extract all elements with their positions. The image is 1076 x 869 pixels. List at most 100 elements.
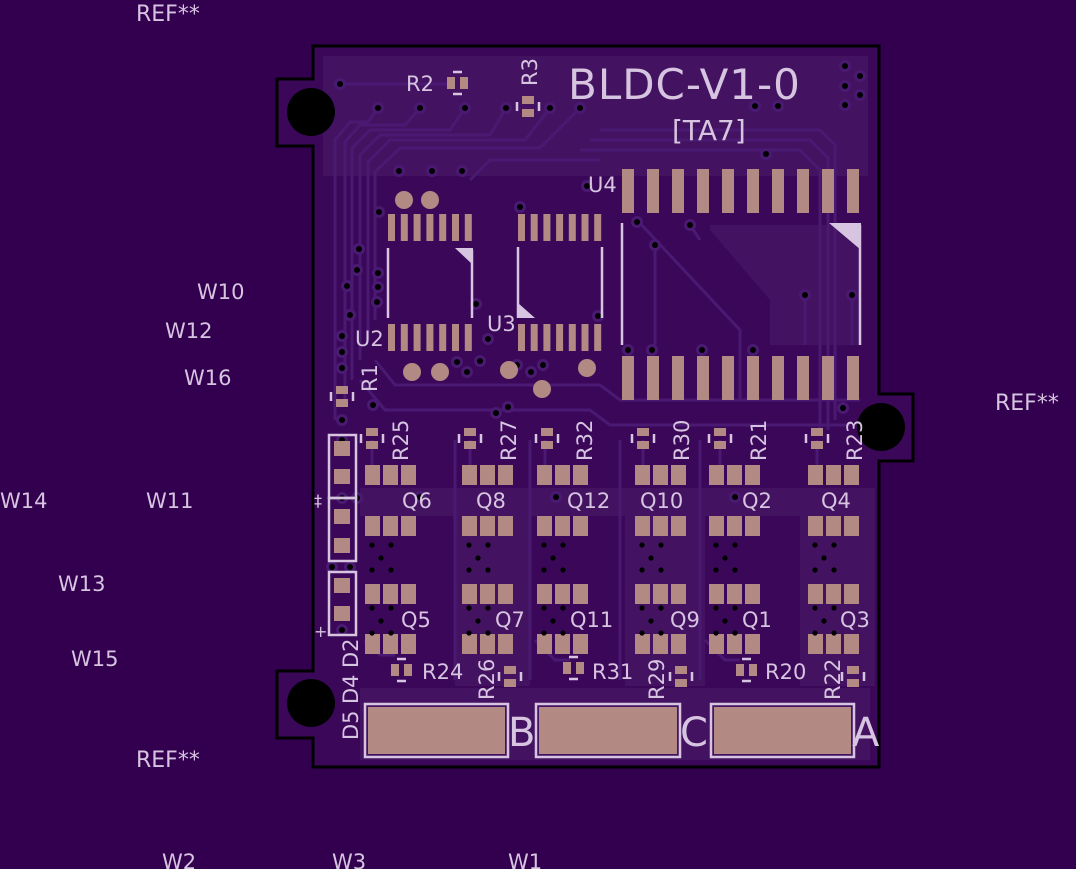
via-hole xyxy=(337,81,343,87)
ic-label-u3: U3 xyxy=(487,312,516,336)
transistor-pad xyxy=(745,634,760,654)
ic-pin-pad xyxy=(568,214,576,241)
via-hole xyxy=(464,369,470,375)
diode-label-d2: D2 xyxy=(339,638,363,668)
ic-pin-pad xyxy=(697,356,709,400)
via-hole xyxy=(462,105,468,111)
via-hole xyxy=(329,564,335,570)
transistor-pad xyxy=(498,516,513,536)
transistor-pad xyxy=(635,465,650,485)
transistor-pad xyxy=(365,516,380,536)
transistor-pad xyxy=(462,584,477,604)
via-hole xyxy=(339,417,345,423)
transistor-pad xyxy=(808,516,823,536)
via-hole xyxy=(375,105,381,111)
resistor-pad xyxy=(576,662,584,674)
ic-pin-pad xyxy=(822,169,834,213)
transistor-pad xyxy=(462,516,477,536)
thermal-via xyxy=(485,605,491,611)
transistor-pad xyxy=(537,584,552,604)
thermal-via xyxy=(732,630,738,636)
ic-pin-pad xyxy=(400,214,408,241)
via-hole xyxy=(356,246,362,252)
thermal-via xyxy=(812,605,818,611)
ic-pin-pad xyxy=(452,214,459,241)
via-hole xyxy=(540,362,546,368)
transistor-pad xyxy=(383,465,398,485)
transistor-pad xyxy=(462,465,477,485)
transistor-pad xyxy=(480,516,495,536)
board-title: BLDC-V1-0 xyxy=(568,60,801,109)
thermal-via xyxy=(541,567,547,573)
wire-label-w1: W1 xyxy=(508,850,542,869)
ic-pin-pad xyxy=(530,324,538,351)
transistor-pad xyxy=(826,516,841,536)
ic-pin-pad xyxy=(647,169,659,213)
ic-pin-pad xyxy=(847,356,859,400)
via-hole xyxy=(493,410,499,416)
transistor-pad xyxy=(462,634,477,654)
ic-pin-pad xyxy=(388,214,395,241)
transistor-pad xyxy=(727,634,742,654)
via-hole xyxy=(376,209,382,215)
transistor-label-q7: Q7 xyxy=(495,608,525,632)
transistor-pad xyxy=(635,516,650,536)
via-hole xyxy=(849,292,855,298)
via-hole xyxy=(429,168,435,174)
thermal-via xyxy=(831,542,837,548)
board-outline xyxy=(275,44,915,769)
thermal-via xyxy=(388,605,394,611)
transistor-pad xyxy=(844,516,859,536)
ic-pin-pad xyxy=(797,356,809,400)
ic-pin-pad xyxy=(672,356,684,400)
resistor-label-r30: R30 xyxy=(670,420,694,461)
resistor-label-r25: R25 xyxy=(389,420,413,461)
transistor-pad xyxy=(727,465,742,485)
transistor-pad xyxy=(555,634,570,654)
transistor-pad xyxy=(555,465,570,485)
transistor-pad xyxy=(573,516,588,536)
transistor-pad xyxy=(383,584,398,604)
ic-pin-pad xyxy=(697,169,709,213)
via-hole xyxy=(584,183,590,189)
thermal-via xyxy=(713,542,719,548)
thermal-via xyxy=(541,542,547,548)
diode-label-d5: D5 xyxy=(339,710,363,740)
via-hole xyxy=(802,292,808,298)
ic-u4 xyxy=(620,169,862,400)
ic-u3 xyxy=(500,214,604,398)
thermal-via xyxy=(812,630,818,636)
thermal-via xyxy=(639,567,645,573)
ic-pin-pad xyxy=(556,324,564,351)
traces xyxy=(333,82,860,680)
thermal-via xyxy=(831,567,837,573)
ic-pin-pad xyxy=(543,324,551,351)
ic-pin-pad xyxy=(772,169,784,213)
resistor-pad xyxy=(460,77,468,89)
transistor-pad xyxy=(727,516,742,536)
resistor-label-r21: R21 xyxy=(747,420,771,461)
transistor-pad xyxy=(401,634,416,654)
wire-label-w10: W10 xyxy=(197,280,245,304)
transistor-pad xyxy=(555,584,570,604)
resistor-pad xyxy=(336,399,348,407)
transistor-pad xyxy=(401,516,416,536)
resistor-pad xyxy=(366,428,378,436)
transistor-pad xyxy=(808,584,823,604)
thermal-via xyxy=(648,555,654,561)
thermal-via xyxy=(388,542,394,548)
thermal-via xyxy=(722,555,728,561)
thermal-via xyxy=(485,567,491,573)
transistor-pad xyxy=(498,634,513,654)
resistor-pad xyxy=(675,666,687,674)
thermal-via xyxy=(369,567,375,573)
ic-label-u2: U2 xyxy=(355,327,384,351)
transistor-pad xyxy=(498,584,513,604)
resistor-label-r23: R23 xyxy=(843,420,867,461)
thermal-via xyxy=(541,630,547,636)
via-hole xyxy=(396,168,402,174)
via-hole xyxy=(547,105,553,111)
ic-pin-pad xyxy=(594,324,602,351)
thermal-via xyxy=(466,567,472,573)
